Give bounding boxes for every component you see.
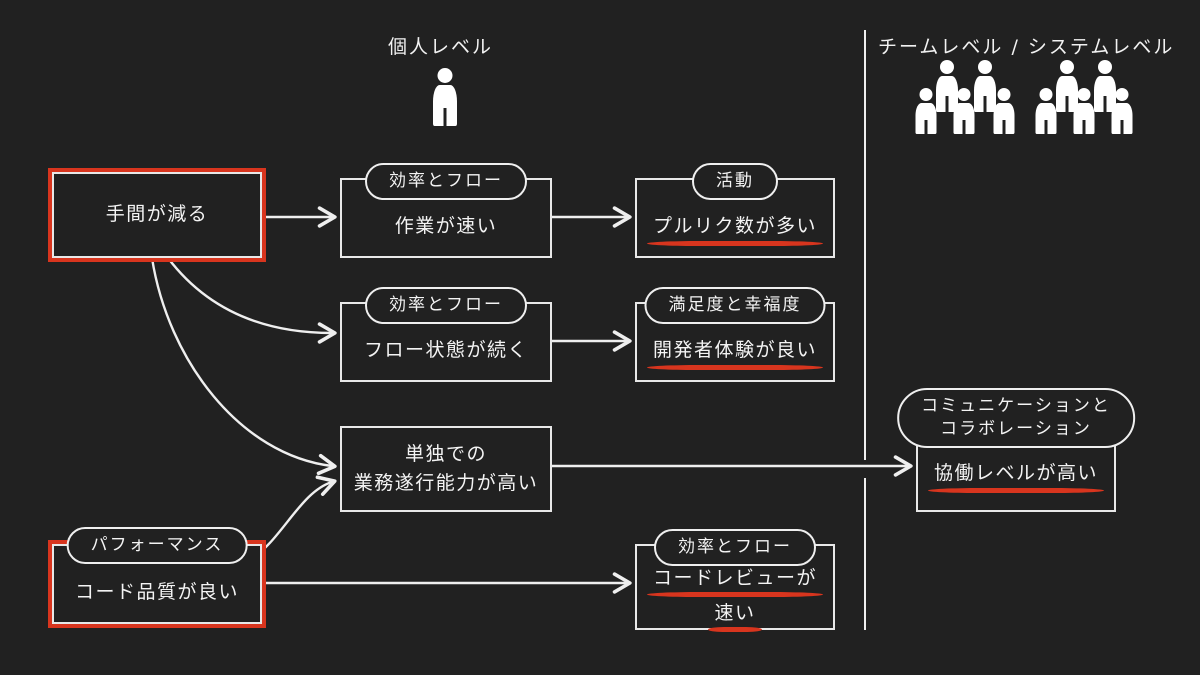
node-category-label-communication-collaboration: コミュニケーションと コラボレーション — [897, 388, 1135, 448]
edge-effort-to-solo — [150, 256, 337, 476]
pill-line1: コミュニケーションと — [921, 396, 1111, 416]
node-collaboration-level[interactable]: コミュニケーションと コラボレーション 協働レベルが高い — [897, 388, 1135, 512]
pill-line2: コラボレーション — [940, 418, 1092, 439]
node-fast-code-review[interactable]: 効率とフロー コードレビューが 速い — [635, 529, 835, 633]
node-category-label-activity: 活動 — [692, 163, 778, 200]
node-white-frame — [52, 172, 262, 258]
node-text-line1: コードレビューが — [646, 564, 824, 598]
node-work-fast[interactable]: 効率とフロー 作業が速い — [340, 163, 552, 258]
node-text: 作業が速い — [394, 215, 498, 238]
node-code-quality[interactable]: パフォーマンス コード品質が良い — [48, 527, 266, 628]
node-text: プルリク数が多い — [646, 212, 824, 247]
node-text: 手間が減る — [105, 203, 209, 226]
node-text: フロー状態が続く — [363, 339, 528, 362]
vertical-divider-top — [864, 30, 866, 460]
node-text-line1: 単独での — [404, 442, 487, 465]
node-category-label-efficiency-flow: 効率とフロー — [365, 163, 527, 200]
node-category-label-efficiency-flow: 効率とフロー — [654, 529, 816, 566]
node-effort-reduced[interactable]: 手間が減る — [48, 168, 266, 262]
node-category-label-satisfaction-happiness: 満足度と幸福度 — [644, 287, 826, 324]
person-icon — [428, 68, 462, 126]
vertical-divider-bottom — [864, 478, 866, 630]
node-text: コード品質が良い — [74, 581, 239, 604]
node-text-line2: 業務遂行能力が高い — [353, 472, 539, 494]
node-solo-capability[interactable]: 単独での 業務遂行能力が高い — [340, 426, 552, 512]
node-category-label-performance: パフォーマンス — [66, 527, 248, 564]
edge-effort-to-flowstate — [166, 256, 337, 344]
individual-level-title: 個人レベル — [388, 36, 494, 58]
node-red-frame — [48, 168, 266, 262]
node-text: 協働レベルが高い — [927, 459, 1105, 494]
node-many-prs[interactable]: 活動 プルリク数が多い — [635, 163, 835, 258]
node-text: 開発者体験が良い — [646, 336, 824, 371]
node-flow-state[interactable]: 効率とフロー フロー状態が続く — [340, 287, 552, 382]
node-text-line2: 速い — [708, 599, 762, 633]
node-dev-experience[interactable]: 満足度と幸福度 開発者体験が良い — [635, 287, 835, 382]
team-system-level-title: チームレベル / システムレベル — [878, 36, 1175, 58]
node-category-label-efficiency-flow: 効率とフロー — [365, 287, 527, 324]
